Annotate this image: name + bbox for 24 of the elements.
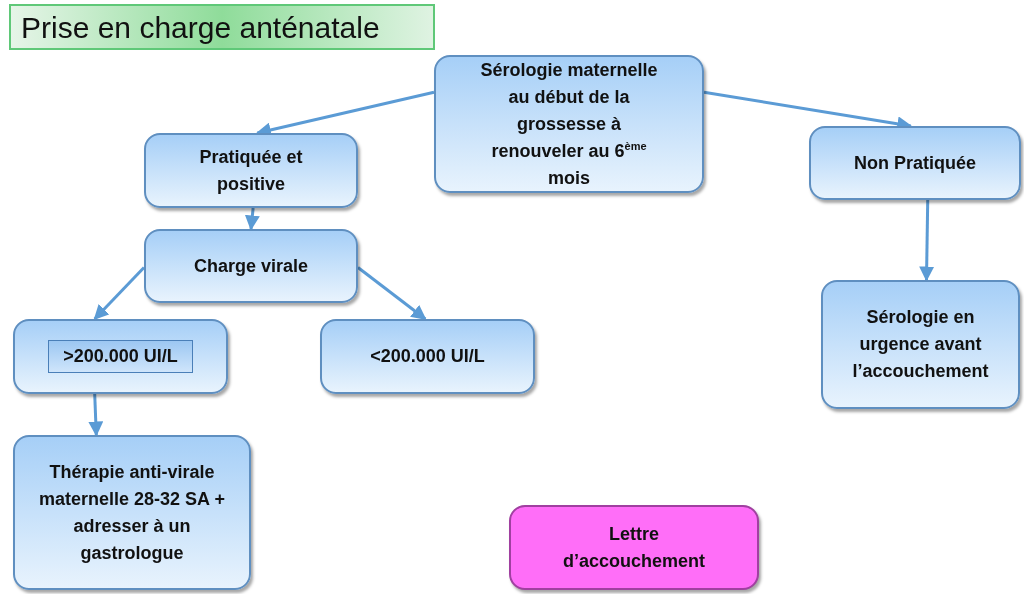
process-box — [434, 55, 704, 193]
box-text: Sérologie en urgence avant l’accouchement — [851, 306, 990, 383]
arrow — [357, 266, 427, 321]
box-text: Thérapie anti-virale maternelle 28-32 SA + adresser à un gastrologue — [38, 460, 226, 565]
box-text: >200.000 UI/L — [48, 340, 193, 373]
box-text: Sérologie maternelle au début de la grossesse à renouveler au 6$^{ème}$ mois — [479, 58, 659, 190]
process-box — [821, 280, 1020, 409]
process-box — [809, 126, 1021, 200]
highlight-box — [509, 505, 759, 590]
box-text: Charge virale — [193, 254, 309, 278]
box-text: Non Pratiquée — [854, 151, 976, 175]
process-box — [13, 435, 251, 590]
box-text: <200.000 UI/L — [370, 345, 485, 368]
box-text: Pratiquée et positive — [198, 145, 304, 196]
process-box — [144, 229, 358, 303]
arrow — [244, 207, 260, 231]
process-box — [320, 319, 535, 394]
arrow — [919, 199, 935, 282]
box-text: Lettre d’accouchement — [563, 522, 706, 573]
title-banner: Prise en charge anténatale — [9, 4, 435, 50]
arrow — [93, 266, 146, 321]
process-box — [13, 319, 228, 394]
process-box — [144, 133, 358, 208]
arrow — [88, 393, 104, 437]
